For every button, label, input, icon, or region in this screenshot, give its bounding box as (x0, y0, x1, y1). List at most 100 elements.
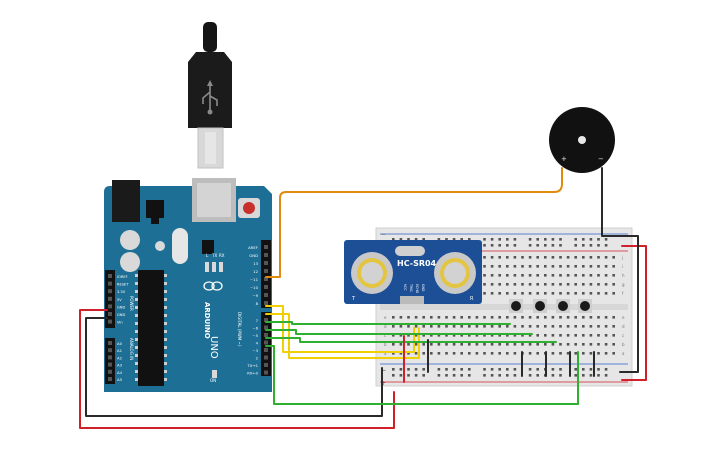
breadboard-hole[interactable] (528, 256, 532, 259)
breadboard-hole[interactable] (414, 325, 418, 328)
breadboard-hole[interactable] (582, 316, 585, 319)
breadboard-hole[interactable] (483, 283, 486, 286)
digital-pin[interactable] (264, 245, 268, 249)
rail-hole[interactable] (407, 374, 410, 377)
breadboard-hole[interactable] (490, 352, 494, 355)
breadboard-hole[interactable] (612, 283, 615, 286)
digital-pin[interactable] (264, 370, 268, 375)
analog-pin[interactable] (108, 355, 112, 360)
breadboard-hole[interactable] (559, 334, 562, 337)
breadboard-hole[interactable] (566, 316, 570, 319)
rail-hole[interactable] (490, 238, 494, 241)
breadboard-hole[interactable] (566, 274, 570, 277)
digital-pin[interactable] (264, 253, 268, 257)
rail-hole[interactable] (422, 368, 425, 371)
rail-hole[interactable] (551, 374, 555, 377)
breadboard-hole[interactable] (475, 334, 479, 337)
breadboard-hole[interactable] (589, 325, 593, 328)
analog-pin[interactable] (108, 369, 112, 374)
rail-hole[interactable] (551, 238, 555, 241)
rail-hole[interactable] (574, 238, 577, 241)
digital-pin[interactable] (264, 261, 268, 265)
breadboard-hole[interactable] (566, 256, 570, 259)
breadboard-hole[interactable] (475, 343, 479, 346)
breadboard-hole[interactable] (445, 316, 448, 319)
breadboard-hole[interactable] (612, 334, 615, 337)
breadboard-hole[interactable] (452, 343, 456, 346)
breadboard-hole[interactable] (551, 283, 555, 286)
breadboard-hole[interactable] (513, 256, 517, 259)
breadboard-hole[interactable] (536, 343, 539, 346)
rail-hole[interactable] (559, 244, 562, 247)
breadboard-hole[interactable] (604, 274, 608, 277)
breadboard-hole[interactable] (407, 352, 410, 355)
breadboard-hole[interactable] (490, 292, 494, 295)
breadboard-hole[interactable] (574, 352, 577, 355)
breadboard-hole[interactable] (521, 292, 524, 295)
breadboard-hole[interactable] (536, 256, 539, 259)
rail-hole[interactable] (604, 368, 608, 371)
breadboard-hole[interactable] (430, 352, 433, 355)
breadboard-hole[interactable] (422, 352, 425, 355)
breadboard-hole[interactable] (407, 343, 410, 346)
breadboard-hole[interactable] (498, 343, 501, 346)
breadboard-hole[interactable] (604, 334, 608, 337)
rail-hole[interactable] (559, 238, 562, 241)
breadboard-hole[interactable] (589, 334, 593, 337)
breadboard-hole[interactable] (566, 343, 570, 346)
rail-hole[interactable] (506, 244, 509, 247)
rail-hole[interactable] (468, 368, 471, 371)
rail-hole[interactable] (498, 244, 501, 247)
breadboard-hole[interactable] (566, 283, 570, 286)
breadboard-hole[interactable] (422, 334, 425, 337)
power-pin[interactable] (108, 304, 112, 309)
rail-hole[interactable] (422, 238, 425, 241)
breadboard-hole[interactable] (589, 352, 593, 355)
rail-hole[interactable] (452, 238, 456, 241)
breadboard-hole[interactable] (521, 316, 524, 319)
breadboard-hole[interactable] (460, 325, 463, 328)
breadboard-hole[interactable] (559, 316, 562, 319)
breadboard-hole[interactable] (566, 352, 570, 355)
rail-hole[interactable] (490, 374, 494, 377)
breadboard-hole[interactable] (612, 352, 615, 355)
breadboard-hole[interactable] (528, 343, 532, 346)
breadboard-hole[interactable] (521, 283, 524, 286)
breadboard-hole[interactable] (574, 334, 577, 337)
breadboard-hole[interactable] (468, 343, 471, 346)
breadboard-hole[interactable] (506, 343, 509, 346)
rail-hole[interactable] (513, 374, 517, 377)
breadboard-hole[interactable] (483, 274, 486, 277)
breadboard-hole[interactable] (498, 256, 501, 259)
rail-hole[interactable] (528, 374, 532, 377)
rail-hole[interactable] (399, 368, 403, 371)
breadboard-hole[interactable] (604, 283, 608, 286)
breadboard-hole[interactable] (392, 316, 395, 319)
breadboard-hole[interactable] (521, 256, 524, 259)
breadboard-hole[interactable] (559, 343, 562, 346)
breadboard-hole[interactable] (483, 256, 486, 259)
power-pin[interactable] (108, 319, 112, 324)
breadboard-hole[interactable] (551, 256, 555, 259)
breadboard-hole[interactable] (483, 334, 486, 337)
breadboard-hole[interactable] (566, 334, 570, 337)
breadboard-hole[interactable] (521, 325, 524, 328)
breadboard-hole[interactable] (559, 265, 562, 268)
rail-hole[interactable] (460, 374, 463, 377)
rail-hole[interactable] (490, 244, 494, 247)
rail-hole[interactable] (544, 238, 547, 241)
breadboard-hole[interactable] (589, 265, 593, 268)
breadboard-hole[interactable] (566, 292, 570, 295)
breadboard-hole[interactable] (597, 334, 600, 337)
digital-pin[interactable] (264, 348, 268, 352)
digital-pin[interactable] (264, 340, 268, 345)
breadboard-hole[interactable] (437, 352, 441, 355)
breadboard-hole[interactable] (498, 352, 501, 355)
breadboard-hole[interactable] (407, 334, 410, 337)
breadboard-hole[interactable] (612, 343, 615, 346)
breadboard-hole[interactable] (513, 325, 517, 328)
breadboard-hole[interactable] (597, 316, 600, 319)
breadboard-hole[interactable] (452, 325, 456, 328)
breadboard-hole[interactable] (582, 283, 585, 286)
breadboard-hole[interactable] (437, 334, 441, 337)
